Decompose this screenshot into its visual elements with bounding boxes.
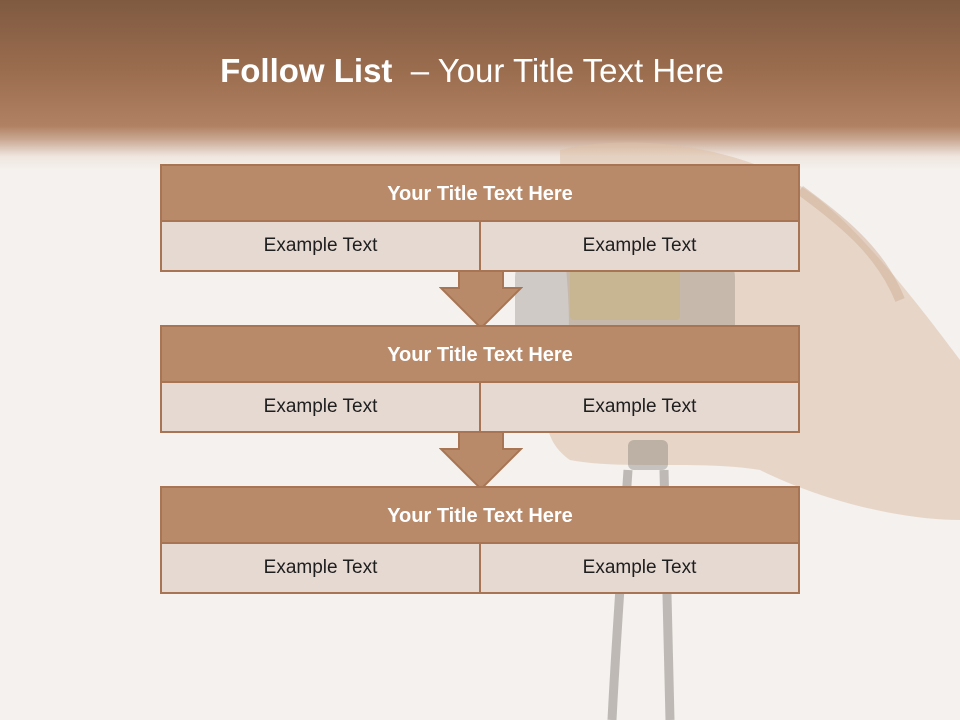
step-cell-right: Example Text — [479, 222, 798, 270]
step-row: Example Text Example Text — [162, 544, 798, 592]
slide-title: Follow List – Your Title Text Here — [0, 52, 944, 90]
step-cell-left: Example Text — [162, 544, 479, 592]
step-block-2: Your Title Text Here Example Text Exampl… — [160, 325, 800, 433]
step-title: Your Title Text Here — [162, 327, 798, 383]
down-arrow-icon — [439, 431, 523, 491]
step-row: Example Text Example Text — [162, 222, 798, 270]
step-cell-left: Example Text — [162, 222, 479, 270]
header-band — [0, 0, 960, 170]
down-arrow-icon — [439, 270, 523, 330]
slide-title-rest: – Your Title Text Here — [410, 52, 724, 89]
step-block-3: Your Title Text Here Example Text Exampl… — [160, 486, 800, 594]
step-cell-left: Example Text — [162, 383, 479, 431]
step-title: Your Title Text Here — [162, 166, 798, 222]
step-cell-right: Example Text — [479, 544, 798, 592]
step-title: Your Title Text Here — [162, 488, 798, 544]
slide-title-bold: Follow List — [220, 52, 393, 89]
step-block-1: Your Title Text Here Example Text Exampl… — [160, 164, 800, 272]
step-row: Example Text Example Text — [162, 383, 798, 431]
step-cell-right: Example Text — [479, 383, 798, 431]
